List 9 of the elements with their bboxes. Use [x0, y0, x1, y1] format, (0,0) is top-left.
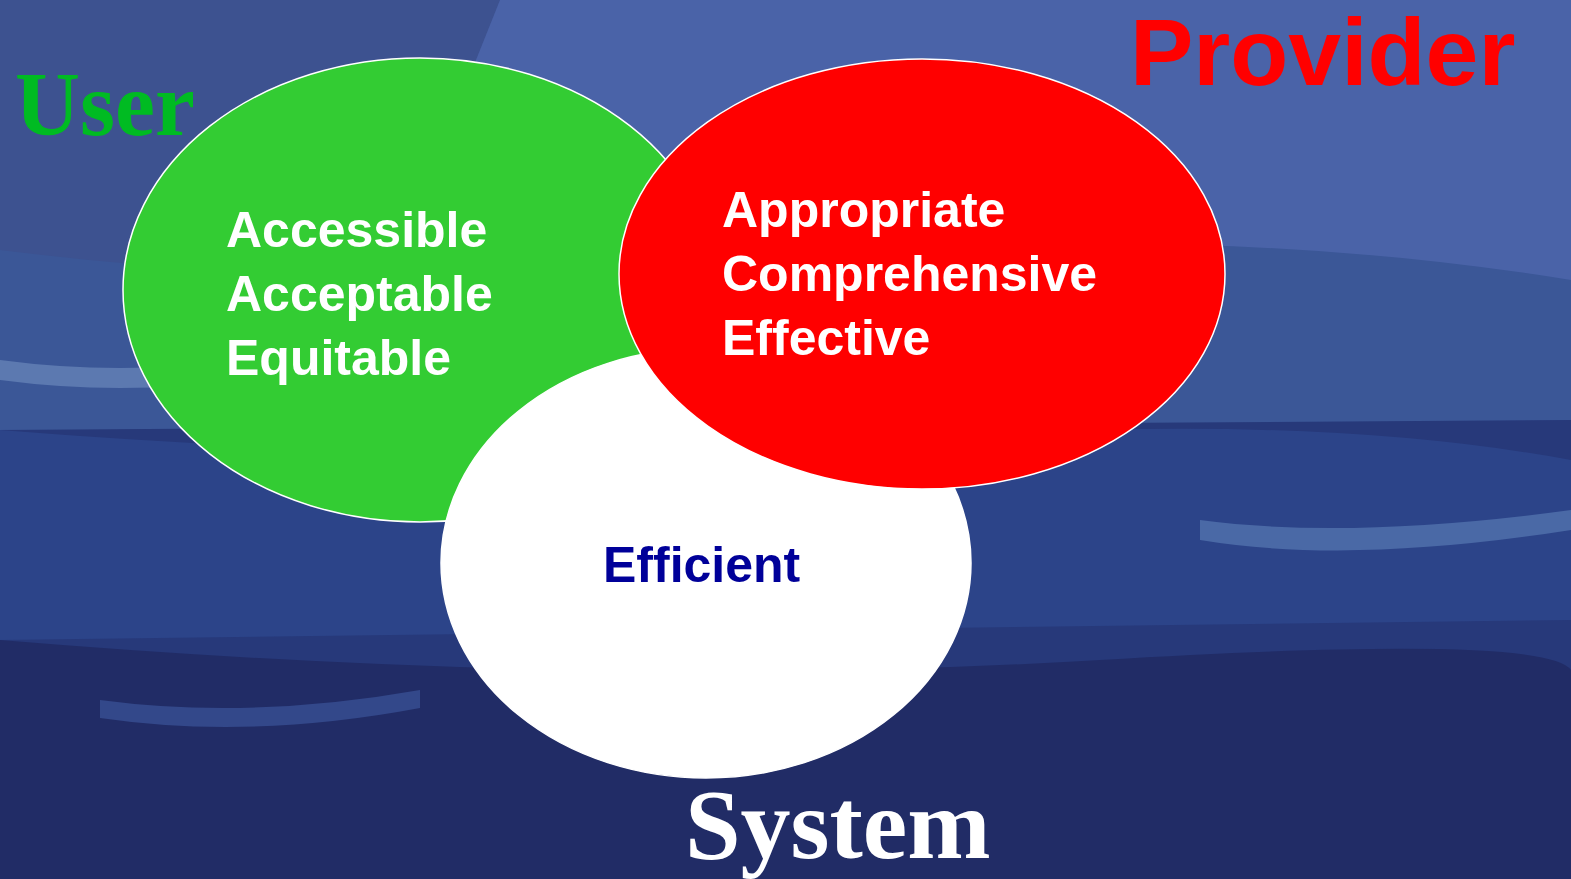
attribute-text: Equitable — [226, 333, 452, 383]
set-heading: User — [15, 60, 195, 150]
attribute-text: Efficient — [603, 540, 801, 590]
attribute-text: Accessible — [226, 205, 488, 255]
attribute-text: Acceptable — [226, 269, 493, 319]
attribute-text: Appropriate — [722, 185, 1006, 235]
set-heading: Provider — [1130, 5, 1516, 100]
attribute-text: Effective — [722, 313, 931, 363]
attribute-text: Comprehensive — [722, 249, 1098, 299]
